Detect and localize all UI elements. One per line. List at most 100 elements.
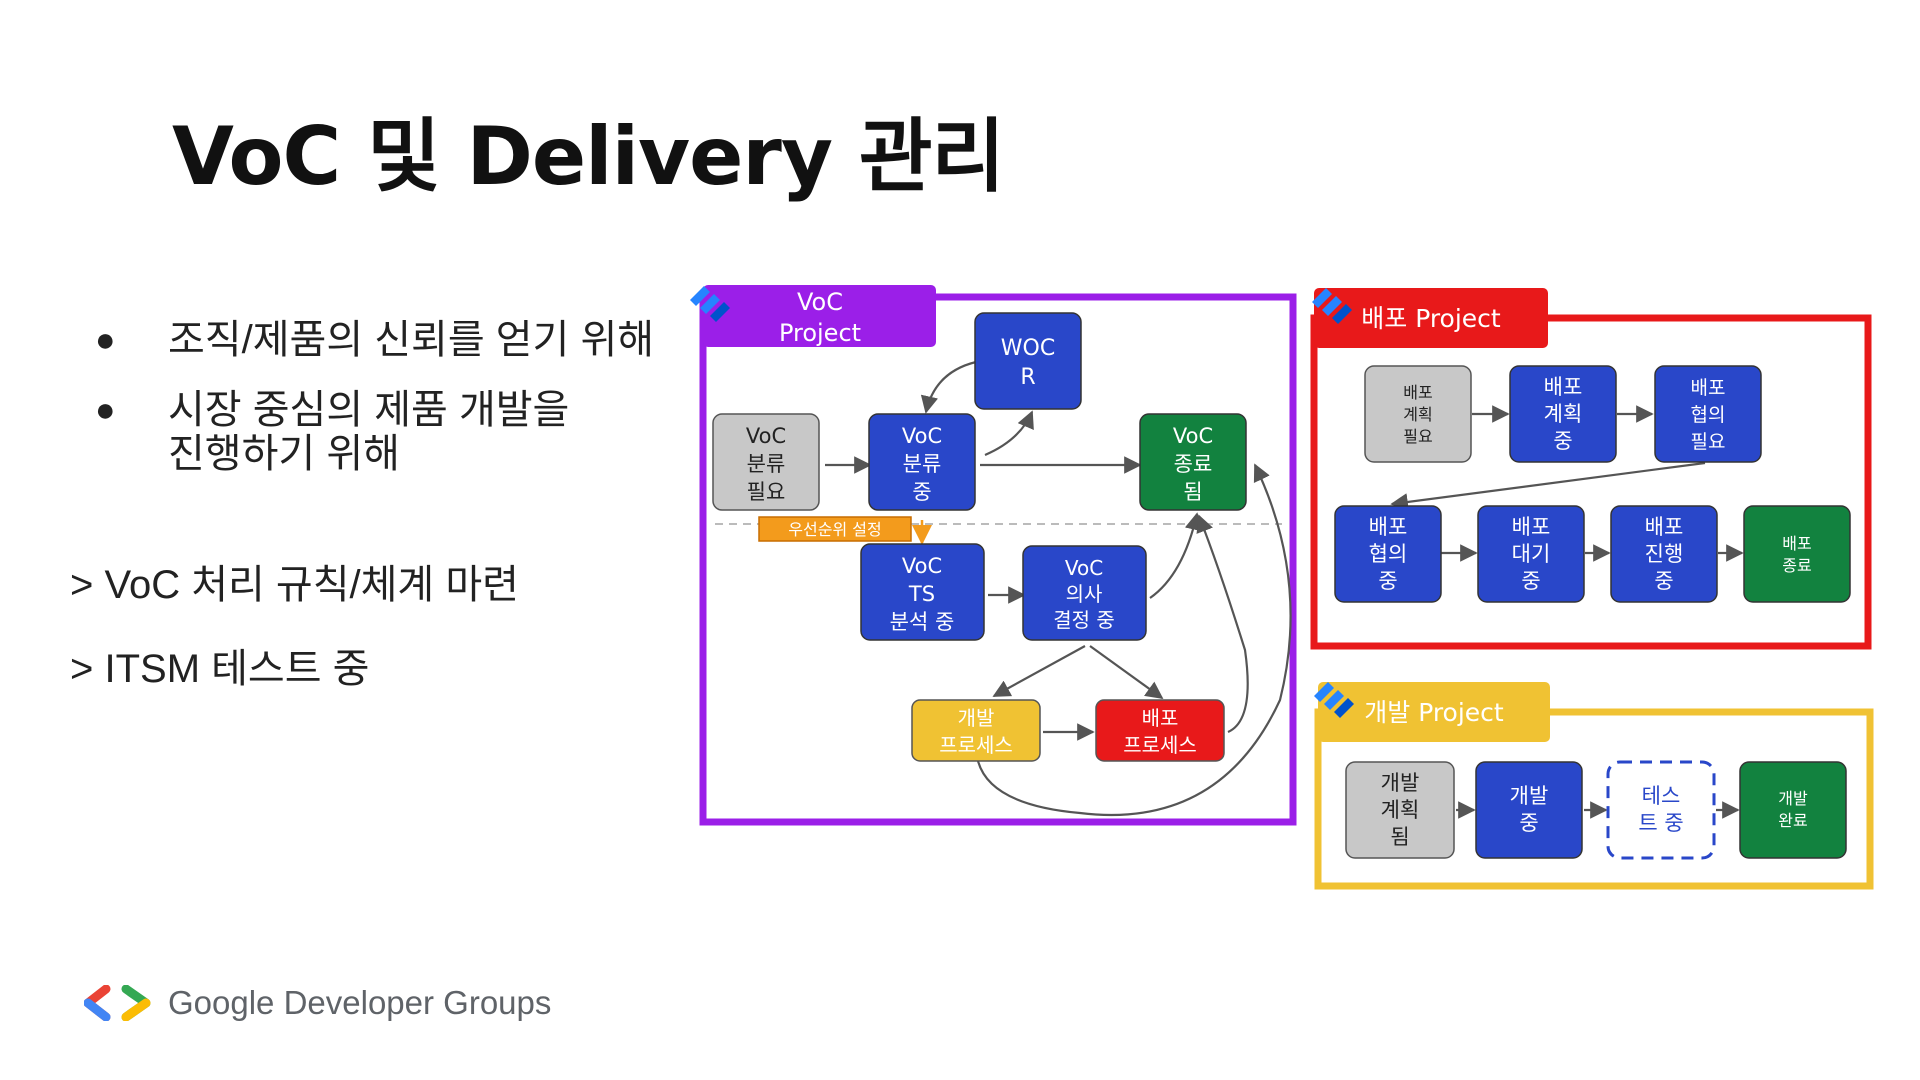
svg-text:TS: TS xyxy=(908,582,935,606)
svg-text:배포: 배포 xyxy=(1403,383,1432,402)
svg-text:중: 중 xyxy=(1519,811,1538,835)
node-deploy-done: 배포 종료 xyxy=(1743,505,1851,603)
dev-project-group: 개발 Project 개발 계획 됨 개발 중 테스 트 중 개발 완료 xyxy=(1314,682,1874,890)
bullet-text: 진행하기 위해 xyxy=(168,432,400,476)
node-voc-decision: VoC 의사 결정 중 xyxy=(1022,545,1147,641)
deploy-project-tab xyxy=(1314,288,1548,348)
footer-text: Google Developer Groups xyxy=(168,984,552,1021)
svg-text:중: 중 xyxy=(1378,569,1397,593)
jira-icon xyxy=(1314,682,1354,718)
svg-text:VoC: VoC xyxy=(1065,556,1103,580)
svg-text:트 중: 트 중 xyxy=(1638,811,1683,835)
svg-text:대기: 대기 xyxy=(1512,542,1551,566)
svg-text:됨: 됨 xyxy=(1390,825,1409,849)
svg-text:계획: 계획 xyxy=(1381,798,1420,822)
deploy-edges xyxy=(1390,405,1744,562)
svg-text:분류: 분류 xyxy=(903,452,942,476)
dev-project-tab xyxy=(1318,682,1550,742)
node-voc-classify-needed: VoC 분류 필요 xyxy=(712,413,820,511)
svg-text:VoC: VoC xyxy=(746,424,786,448)
node-deploy-consult-needed: 배포 협의 필요 xyxy=(1654,365,1762,463)
svg-text:테스: 테스 xyxy=(1642,784,1681,808)
gdg-logo-icon xyxy=(84,985,151,1021)
node-voc-ts: VoC TS 분석 중 xyxy=(860,543,985,641)
bullet-item: ● 시장 중심의 제품 개발을 진행하기 위해 xyxy=(90,388,690,476)
svg-text:의사: 의사 xyxy=(1066,582,1103,606)
svg-text:개발: 개발 xyxy=(958,706,995,730)
deploy-project-group: 배포 Project 배포 계획 필요 배포 계획 중 배포 협의 필요 xyxy=(1310,288,1872,650)
node-deploy-plan-needed: 배포 계획 필요 xyxy=(1364,365,1472,463)
node-dev-process: 개발 프로세스 xyxy=(911,699,1041,762)
bullet-dot-icon: ● xyxy=(95,391,116,429)
svg-text:중: 중 xyxy=(912,480,931,504)
svg-text:됨: 됨 xyxy=(1183,480,1202,504)
svg-text:계획: 계획 xyxy=(1544,402,1583,426)
svg-text:종료: 종료 xyxy=(1782,556,1811,575)
svg-text:프로세스: 프로세스 xyxy=(939,733,1013,757)
svg-text:VoC: VoC xyxy=(902,554,942,578)
svg-text:개발: 개발 xyxy=(1778,789,1808,808)
svg-text:VoC: VoC xyxy=(902,424,942,448)
bullet-text: 조직/제품의 신뢰를 얻기 위해 xyxy=(168,318,655,362)
node-voc-closed: VoC 종료 됨 xyxy=(1139,413,1247,511)
node-deploy-in-progress: 배포 진행 중 xyxy=(1610,505,1718,603)
bullet-dot-icon: ● xyxy=(95,321,116,359)
footer-logo: Google Developer Groups xyxy=(84,984,551,1022)
svg-text:중: 중 xyxy=(1553,429,1572,453)
voc-project-label: Project xyxy=(779,319,861,347)
svg-text:배포: 배포 xyxy=(1142,706,1179,730)
node-dev-testing: 테스 트 중 xyxy=(1606,760,1716,860)
voc-project-tab xyxy=(703,285,936,347)
svg-text:VoC: VoC xyxy=(1173,424,1213,448)
svg-text:중: 중 xyxy=(1521,569,1540,593)
svg-text:배포: 배포 xyxy=(1512,515,1551,539)
voc-edges xyxy=(825,360,1292,817)
svg-text:배포: 배포 xyxy=(1369,515,1408,539)
svg-text:분석 중: 분석 중 xyxy=(890,610,955,634)
svg-text:분류: 분류 xyxy=(747,452,786,476)
jira-icon xyxy=(1312,288,1352,324)
note-voc-rules: > VoC 처리 규칙/체계 마련 xyxy=(70,563,519,607)
svg-text:필요: 필요 xyxy=(747,480,786,504)
node-dev-developing: 개발 중 xyxy=(1475,761,1583,859)
bullet-text: 시장 중심의 제품 개발을 xyxy=(168,388,570,432)
svg-text:중: 중 xyxy=(1654,569,1673,593)
dev-project-label: 개발 Project xyxy=(1364,698,1504,727)
svg-text:협의: 협의 xyxy=(1369,542,1408,566)
svg-text:프로세스: 프로세스 xyxy=(1123,733,1197,757)
node-deploy-consulting: 배포 협의 중 xyxy=(1334,505,1442,603)
svg-text:결정 중: 결정 중 xyxy=(1053,608,1115,632)
bullet-list: ● 조직/제품의 신뢰를 얻기 위해 ● 시장 중심의 제품 개발을 진행하기 … xyxy=(90,318,690,502)
voc-project-label: VoC xyxy=(797,288,843,316)
node-deploy-process: 배포 프로세스 xyxy=(1095,699,1225,762)
svg-text:종료: 종료 xyxy=(1174,452,1213,476)
svg-text:계획: 계획 xyxy=(1403,405,1432,424)
svg-text:배포: 배포 xyxy=(1645,515,1684,539)
priority-badge xyxy=(758,516,912,542)
svg-text:진행: 진행 xyxy=(1645,542,1684,566)
node-deploy-waiting: 배포 대기 중 xyxy=(1477,505,1585,603)
voc-project-frame xyxy=(699,293,1297,826)
svg-text:필요: 필요 xyxy=(1691,431,1726,453)
svg-text:R: R xyxy=(1020,365,1035,390)
deploy-project-label: 배포 Project xyxy=(1361,304,1501,333)
svg-text:배포: 배포 xyxy=(1544,375,1583,399)
svg-text:개발: 개발 xyxy=(1510,784,1549,808)
note-itsm-test: > ITSM 테스트 중 xyxy=(70,647,370,691)
svg-text:필요: 필요 xyxy=(1403,427,1432,446)
svg-text:배포: 배포 xyxy=(1782,534,1811,553)
jira-icon xyxy=(690,286,730,322)
svg-text:WOC: WOC xyxy=(1001,336,1055,361)
svg-text:완료: 완료 xyxy=(1778,811,1807,830)
page-title: VoC 및 Delivery 관리 xyxy=(172,110,1005,203)
node-dev-done: 개발 완료 xyxy=(1739,761,1847,859)
priority-label: 우선순위 설정 xyxy=(788,520,881,539)
node-dev-planned: 개발 계획 됨 xyxy=(1345,761,1455,859)
deploy-project-frame xyxy=(1310,314,1872,650)
node-voc-classifying: VoC 분류 중 xyxy=(868,413,976,511)
node-woc-r: WOC R xyxy=(974,312,1082,410)
svg-text:배포: 배포 xyxy=(1691,377,1726,399)
voc-project-group: VoC Project 우선순위 설정 WOC R xyxy=(690,285,1297,826)
bullet-item: ● 조직/제품의 신뢰를 얻기 위해 xyxy=(90,318,690,362)
